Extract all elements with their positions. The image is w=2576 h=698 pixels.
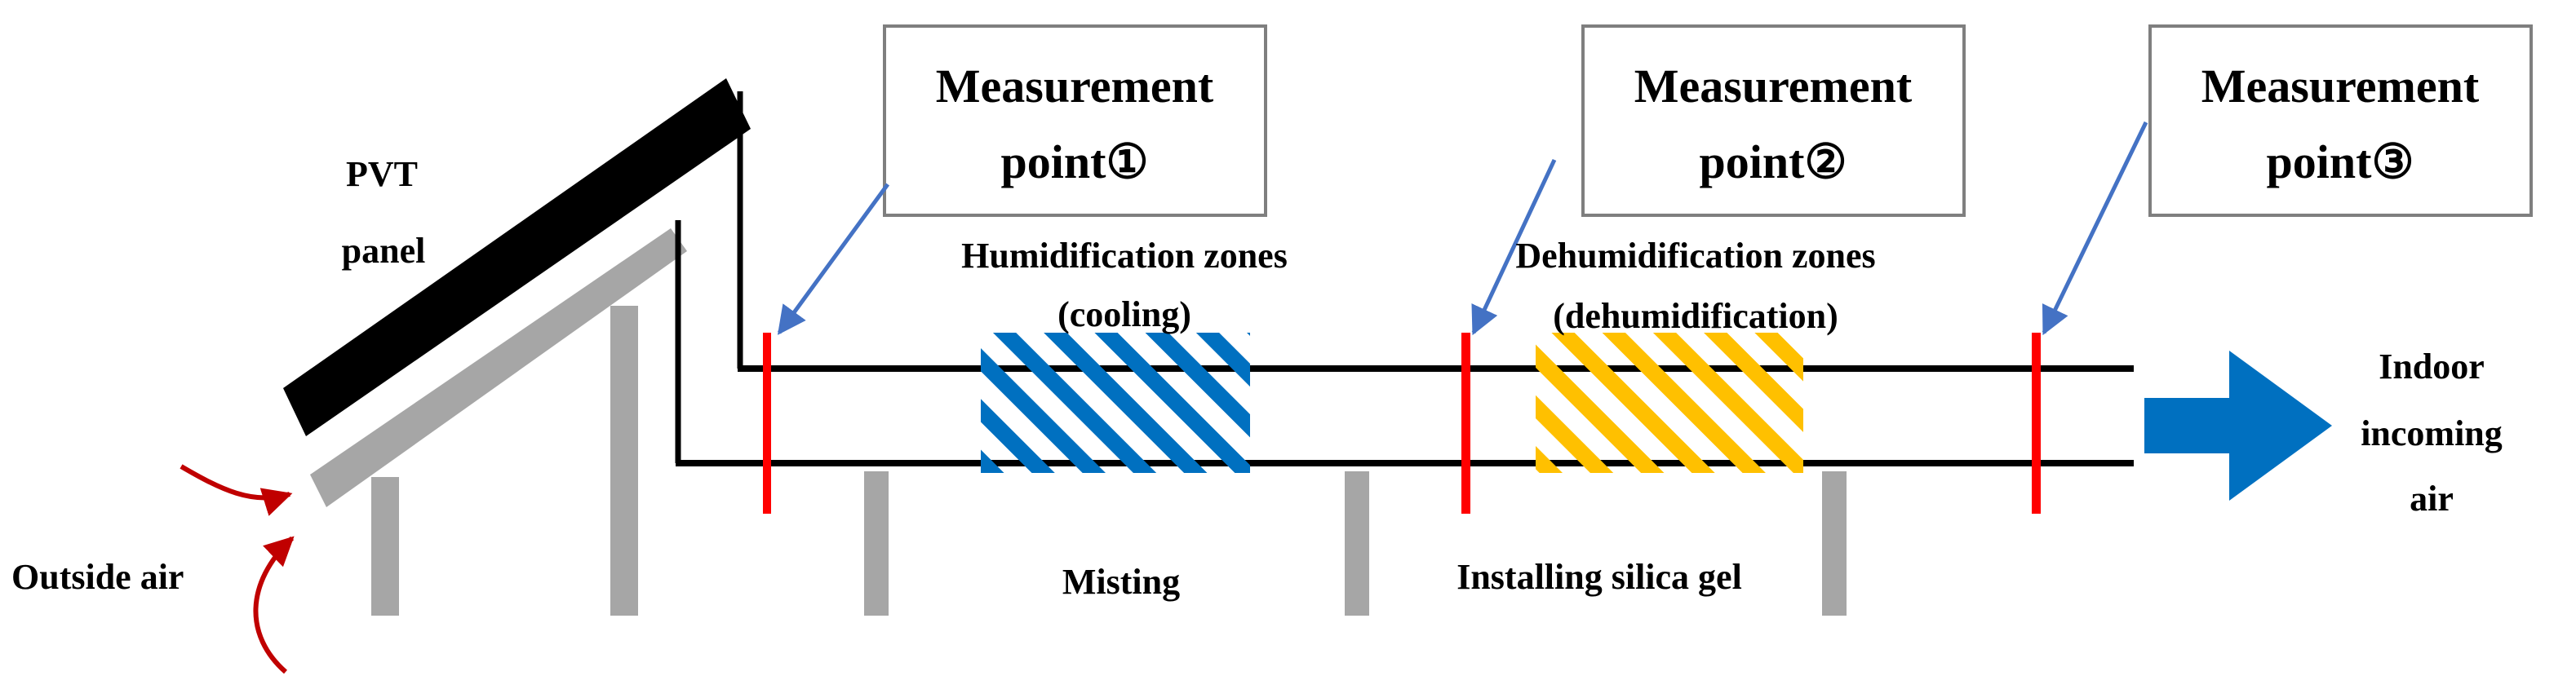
indoor-air-label-line3: air <box>2410 479 2454 519</box>
outside-air-arrows <box>180 464 295 674</box>
dehumidification-zone-label: Dehumidification zones <box>1515 236 1875 276</box>
callout-point-1: Measurement point① <box>777 24 1267 335</box>
callout-box <box>2148 24 2533 217</box>
callout-point-3: Measurement point③ <box>2042 24 2533 336</box>
callout-box <box>883 24 1267 217</box>
sensors <box>763 333 2041 514</box>
indoor-air-arrow <box>2144 351 2332 501</box>
humidification-zone-hatch <box>981 333 1250 473</box>
outside-air-arrow <box>180 464 293 516</box>
duct-support-leg <box>1345 471 1369 616</box>
indoor-air-label-line2: incoming <box>2361 413 2503 453</box>
dehumidification-zone-sublabel: (dehumidification) <box>1553 296 1838 336</box>
sensor-point-1 <box>763 333 771 514</box>
pvt-label-line2: panel <box>342 231 426 271</box>
pointer-arrow <box>1471 158 1557 336</box>
outside-air-arrow <box>253 536 295 674</box>
pvt-panel-assembly <box>283 78 751 616</box>
callout-line2: point② <box>1700 135 1847 188</box>
panel-frame-beam <box>310 228 687 507</box>
pointer-arrow <box>2042 121 2148 336</box>
air-duct <box>676 365 2134 466</box>
silica-gel-label: Installing silica gel <box>1456 557 1742 597</box>
pointer-arrow <box>777 183 890 335</box>
pvt-label-line1: PVT <box>346 154 418 194</box>
callout-box <box>1581 24 1966 217</box>
humidification-zone-label: Humidification zones <box>961 236 1288 276</box>
callout-line2: point① <box>1001 135 1149 188</box>
sensor-point-2 <box>1461 333 1470 514</box>
duct-supports <box>864 471 1847 616</box>
misting-label: Misting <box>1062 562 1180 602</box>
panel-support-leg <box>371 477 399 616</box>
callout-line1: Measurement <box>936 60 1214 113</box>
callout-line2: point③ <box>2267 135 2414 188</box>
callout-line1: Measurement <box>1634 60 1913 113</box>
callout-line1: Measurement <box>2201 60 2480 113</box>
sensor-point-3 <box>2032 333 2041 514</box>
panel-support-leg <box>610 306 638 616</box>
outside-air-label: Outside air <box>11 557 184 597</box>
callout-point-2: Measurement point② <box>1471 24 1966 336</box>
duct-support-leg <box>864 471 889 616</box>
pvt-panel <box>283 78 751 436</box>
duct-support-leg <box>1822 471 1847 616</box>
dehumidification-zone-hatch <box>1536 333 1803 473</box>
indoor-air-label-line1: Indoor <box>2379 347 2485 387</box>
humidification-zone-sublabel: (cooling) <box>1057 294 1191 334</box>
